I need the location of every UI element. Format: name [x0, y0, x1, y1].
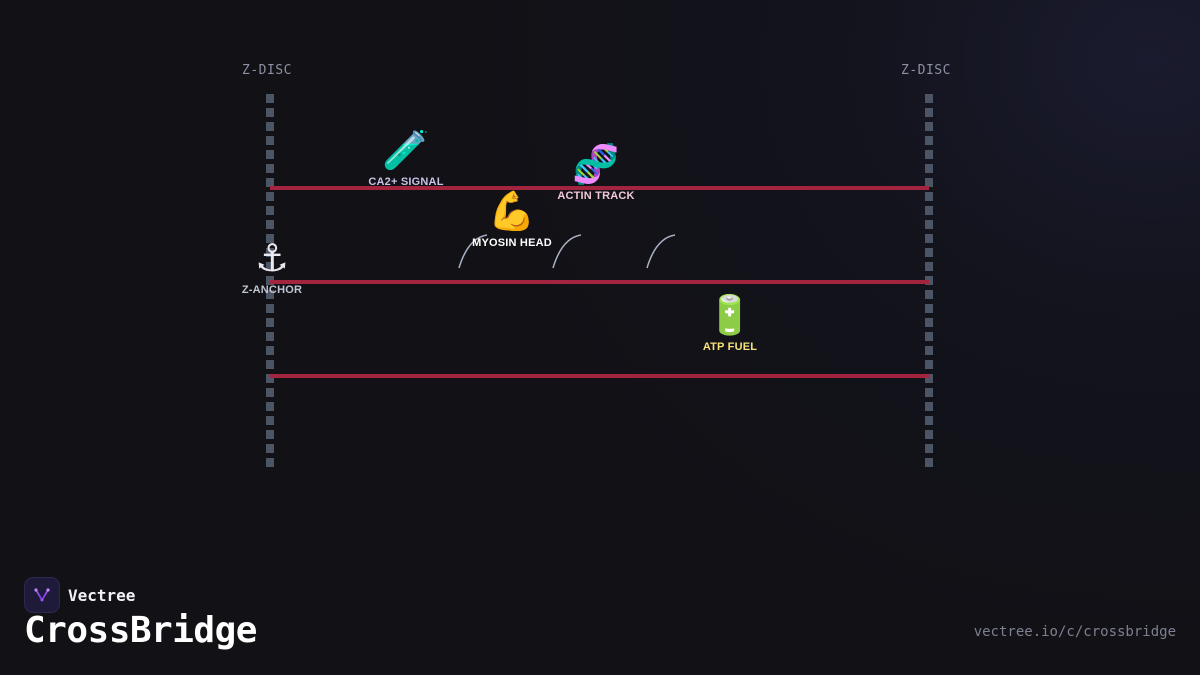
- z-anchor-label: Z-ANCHOR: [241, 284, 303, 296]
- atp-fuel-node: 🔋 ATP FUEL: [703, 293, 757, 353]
- actin-track-node: 🧬 ACTIN TRACK: [557, 142, 634, 202]
- myosin-head-label: MYOSIN HEAD: [472, 237, 552, 249]
- z-disc-left-label: Z-DISC: [242, 63, 292, 78]
- atp-fuel-label: ATP FUEL: [702, 341, 758, 353]
- z-anchor-node: ⚓ Z-ANCHOR: [242, 236, 302, 296]
- myosin-head-node: 💪 MYOSIN HEAD: [472, 189, 552, 249]
- actin-track-label: ACTIN TRACK: [557, 190, 635, 202]
- page-title: CrossBridge: [24, 610, 257, 651]
- dna-icon: 🧬: [572, 142, 620, 186]
- ca-signal-node: 🧪 CA2+ SIGNAL: [368, 128, 443, 188]
- myosin-arm-2: [552, 234, 582, 269]
- ca-signal-label: CA2+ SIGNAL: [368, 176, 444, 188]
- anchor-icon: ⚓: [254, 236, 290, 280]
- brand: Vectree: [24, 577, 135, 613]
- myosin-arm-1: [458, 234, 488, 269]
- vectree-logo-icon: [24, 577, 60, 613]
- flexed-biceps-icon: 💪: [488, 189, 536, 233]
- source-url[interactable]: vectree.io/c/crossbridge: [973, 624, 1176, 640]
- myosin-arm-3: [646, 234, 676, 269]
- brand-name: Vectree: [68, 585, 136, 605]
- battery-icon: 🔋: [706, 293, 754, 337]
- test-tube-icon: 🧪: [382, 128, 430, 172]
- z-disc-right-label: Z-DISC: [901, 63, 951, 78]
